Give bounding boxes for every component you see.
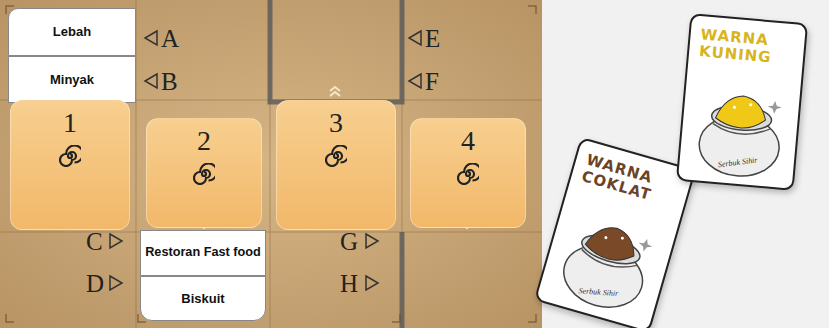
ingredient-tile: Lebah [8,8,136,56]
powder-pouch [688,84,792,184]
space-number: 2 [147,127,261,155]
spiral-symbol [193,163,215,185]
tile-text: Biskuit [181,291,224,307]
color-card: WARNA COKLATSerbuk Sihir [534,137,696,328]
tile-text: Minyak [50,72,94,88]
ingredient-tile: Minyak [8,56,136,103]
tile-text: Restoran Fast food [145,245,261,260]
space-letter: G [340,229,358,254]
space-letter: E [425,26,440,51]
space-number: 4 [411,127,525,155]
color-card: WARNA KUNINGSerbuk Sihir [676,13,808,191]
space-letter: H [340,271,358,296]
board-space: 3 [276,100,396,230]
spiral-symbol [325,145,347,167]
space-letter: B [161,69,178,94]
ingredient-tile: Restoran Fast food [140,230,266,276]
spiral-symbol [457,163,479,185]
card-title: WARNA COKLAT [579,152,683,212]
board-space: 2 [146,118,262,228]
space-letter: C [86,229,103,254]
space-number: 1 [11,109,129,137]
space-letter: D [86,271,104,296]
space-letter: A [161,26,179,51]
card-title: WARNA KUNING [698,26,797,69]
spiral-symbol [59,145,81,167]
space-letter: F [425,69,439,94]
board-space: 4 [410,118,526,228]
space-number: 3 [277,109,395,137]
ingredient-tile: Biskuit [140,276,266,321]
powder-pouch [548,207,666,322]
board-space: 1 [10,100,130,230]
tile-text: Lebah [53,24,91,40]
